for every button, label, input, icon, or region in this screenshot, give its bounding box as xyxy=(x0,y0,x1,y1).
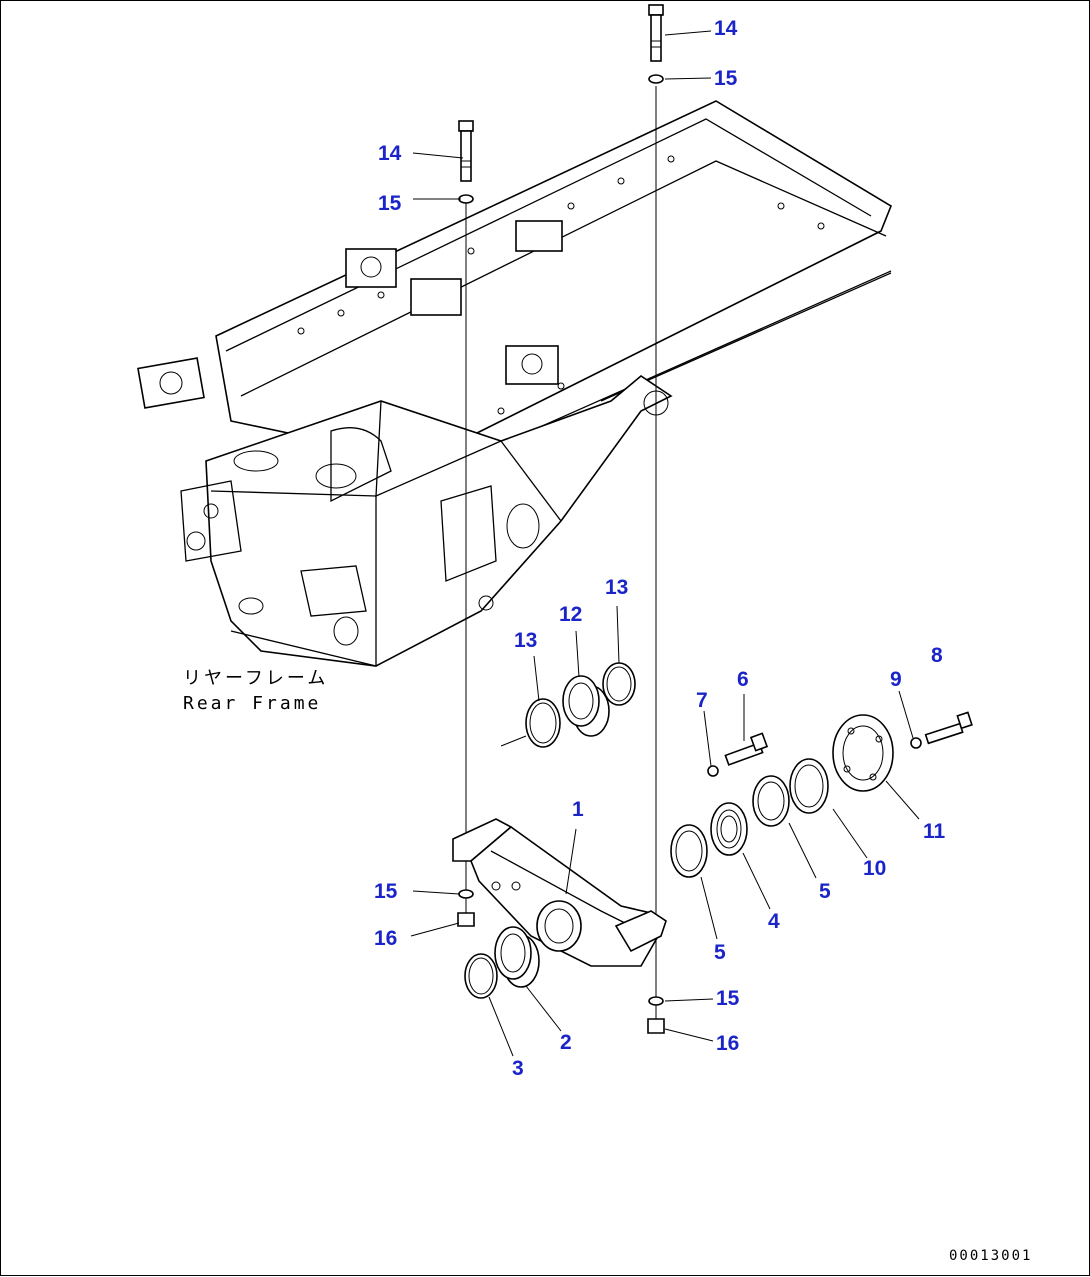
shim-part-5-upper xyxy=(752,775,790,827)
rear-frame-caption-english: Rear Frame xyxy=(183,693,322,714)
callout-15-top-right[interactable]: 15 xyxy=(714,67,738,90)
leader-lines xyxy=(410,30,920,1057)
washer-part-15-top-right xyxy=(648,74,664,84)
bolt-part-14-right xyxy=(648,4,664,62)
callout-15-bottom-left[interactable]: 15 xyxy=(374,880,398,903)
callout-14-top-left[interactable]: 14 xyxy=(378,142,402,165)
callout-3[interactable]: 3 xyxy=(512,1057,524,1080)
callout-4[interactable]: 4 xyxy=(768,910,780,933)
callout-5-lower[interactable]: 5 xyxy=(714,941,726,964)
callout-14-top-right[interactable]: 14 xyxy=(714,17,738,40)
callout-1[interactable]: 1 xyxy=(572,798,584,821)
bolt-part-6 xyxy=(724,732,769,766)
rear-frame-drawing xyxy=(137,100,892,667)
washer-part-15-bottom-right xyxy=(648,996,664,1006)
bolt-part-8 xyxy=(924,711,973,745)
gasket-part-10 xyxy=(789,758,829,814)
ring-part-13-left xyxy=(525,698,561,748)
washer-part-15-bottom-left xyxy=(458,889,474,899)
callout-15-top-left[interactable]: 15 xyxy=(378,192,402,215)
callout-15-bottom-right[interactable]: 15 xyxy=(716,987,740,1010)
ring-part-3 xyxy=(464,953,498,999)
washer-part-7 xyxy=(707,765,719,777)
cover-part-11 xyxy=(832,714,894,792)
callout-13-left[interactable]: 13 xyxy=(514,629,538,652)
callout-8[interactable]: 8 xyxy=(931,644,943,667)
rear-frame-caption-japanese: リヤーフレーム xyxy=(183,668,329,689)
callout-2[interactable]: 2 xyxy=(560,1031,572,1054)
bolt-part-14-left xyxy=(458,120,474,182)
bearing-part-4 xyxy=(710,802,748,856)
nut-part-16-right xyxy=(647,1018,665,1034)
callout-5-upper[interactable]: 5 xyxy=(819,880,831,903)
callout-12[interactable]: 12 xyxy=(559,603,583,626)
callout-16-bottom-right[interactable]: 16 xyxy=(716,1032,740,1055)
callout-10[interactable]: 10 xyxy=(863,857,887,880)
bushing-part-12 xyxy=(562,675,610,737)
callout-16-bottom-left[interactable]: 16 xyxy=(374,927,398,950)
callout-7[interactable]: 7 xyxy=(696,689,708,712)
callout-13-right[interactable]: 13 xyxy=(605,576,629,599)
nut-part-16-left xyxy=(457,912,475,927)
callout-9[interactable]: 9 xyxy=(890,668,902,691)
callout-6[interactable]: 6 xyxy=(737,668,749,691)
ring-part-13-right xyxy=(602,662,636,706)
shim-part-5-lower xyxy=(670,824,708,878)
bushing-part-2 xyxy=(494,926,540,988)
washer-part-9 xyxy=(910,737,922,749)
drawing-code: 00013001 xyxy=(949,1248,1033,1264)
washer-part-15-top-left xyxy=(458,194,474,204)
callout-11[interactable]: 11 xyxy=(923,820,946,843)
support-bracket-part-1 xyxy=(452,818,667,967)
